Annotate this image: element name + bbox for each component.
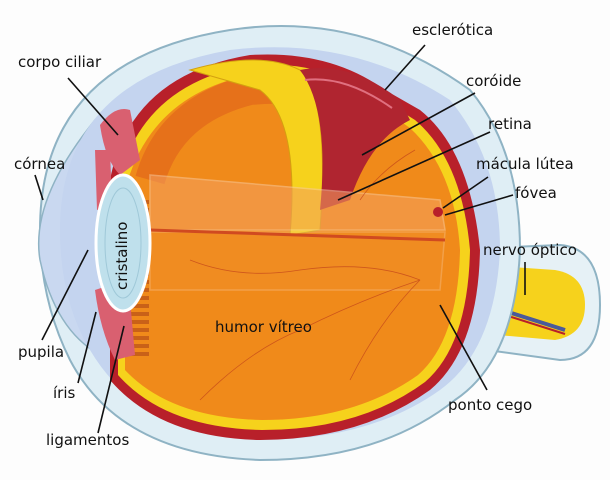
label-esclerotica: esclerótica [412, 21, 494, 39]
label-fovea: fóvea [515, 184, 557, 202]
section-plane-lower [149, 231, 446, 291]
label-humor-vitreo: humor vítreo [215, 318, 312, 336]
label-retina: retina [488, 115, 532, 133]
label-ponto-cego: ponto cego [448, 396, 533, 414]
leader-lines [34, 44, 526, 434]
section-plane-upper [149, 174, 446, 231]
label-pupila: pupila [18, 343, 65, 361]
cutaway-choroid [300, 68, 410, 210]
label-ligamentos: ligamentos [46, 431, 130, 449]
label-corpo-ciliar: corpo ciliar [18, 53, 102, 71]
label-macula-lutea: mácula lútea [476, 155, 574, 173]
blood-vessels [189, 149, 421, 401]
label-coroide: coróide [466, 72, 522, 90]
macula-spot [433, 207, 443, 217]
label-cornea: córnea [14, 155, 66, 173]
label-nervo-optico: nervo óptico [483, 241, 577, 259]
label-cristalino: cristalino [113, 221, 131, 291]
cutaway-wedge [188, 59, 323, 236]
lens [94, 173, 152, 313]
label-iris: íris [53, 384, 76, 402]
